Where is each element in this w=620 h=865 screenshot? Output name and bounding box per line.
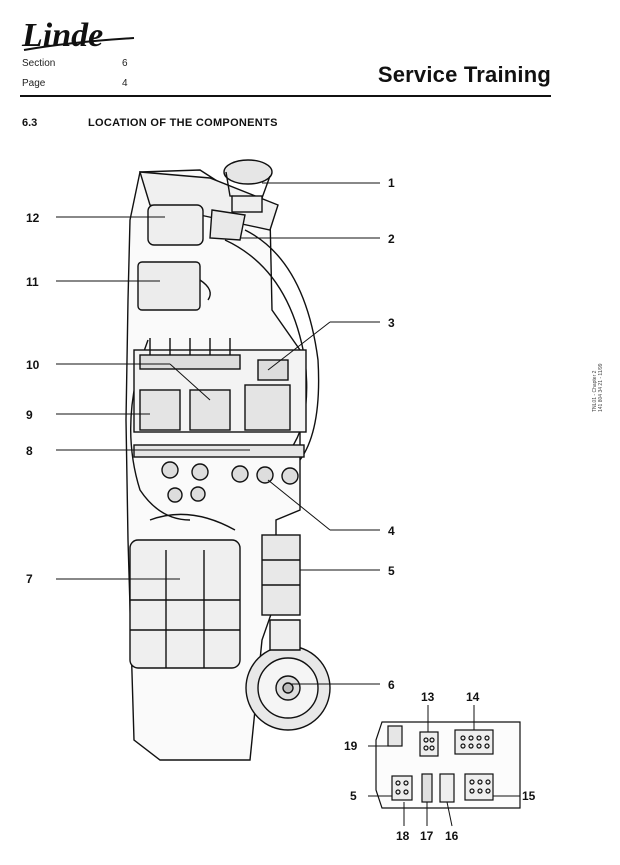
callout-14: 14 [466,690,480,704]
leader-lines [56,182,380,685]
connector-inset [375,721,521,809]
linde-logo: Linde [21,17,135,54]
section-title: LOCATION OF THE COMPONENTS [88,117,278,129]
chassis-drawing [125,159,331,761]
callout-12: 12 [26,211,40,225]
callout-4: 4 [388,524,395,538]
callout-18: 18 [396,829,410,843]
page-label: Page [22,78,46,89]
page-value: 4 [122,78,128,89]
callout-13: 13 [421,690,435,704]
callout-9: 9 [26,408,33,422]
section-value: 6 [122,58,128,69]
callout-1: 1 [388,176,395,190]
header-rule [20,95,551,97]
callout-2: 2 [388,232,395,246]
callout-11: 11 [26,275,39,289]
callout-15: 15 [522,789,536,803]
section-label: Section [22,58,56,69]
callout-8: 8 [26,444,33,458]
section-number: 6.3 [22,117,38,129]
callout-5-inset: 5 [350,789,357,803]
callout-10: 10 [26,358,40,372]
callout-5: 5 [388,564,395,578]
inset-leaders [368,705,520,827]
callout-17: 17 [420,829,434,843]
callout-3: 3 [388,316,395,330]
page-title: Service Training [377,62,551,87]
callout-19: 19 [344,739,358,753]
callout-7: 7 [26,572,33,586]
callout-16: 16 [445,829,459,843]
callout-6: 6 [388,678,395,692]
